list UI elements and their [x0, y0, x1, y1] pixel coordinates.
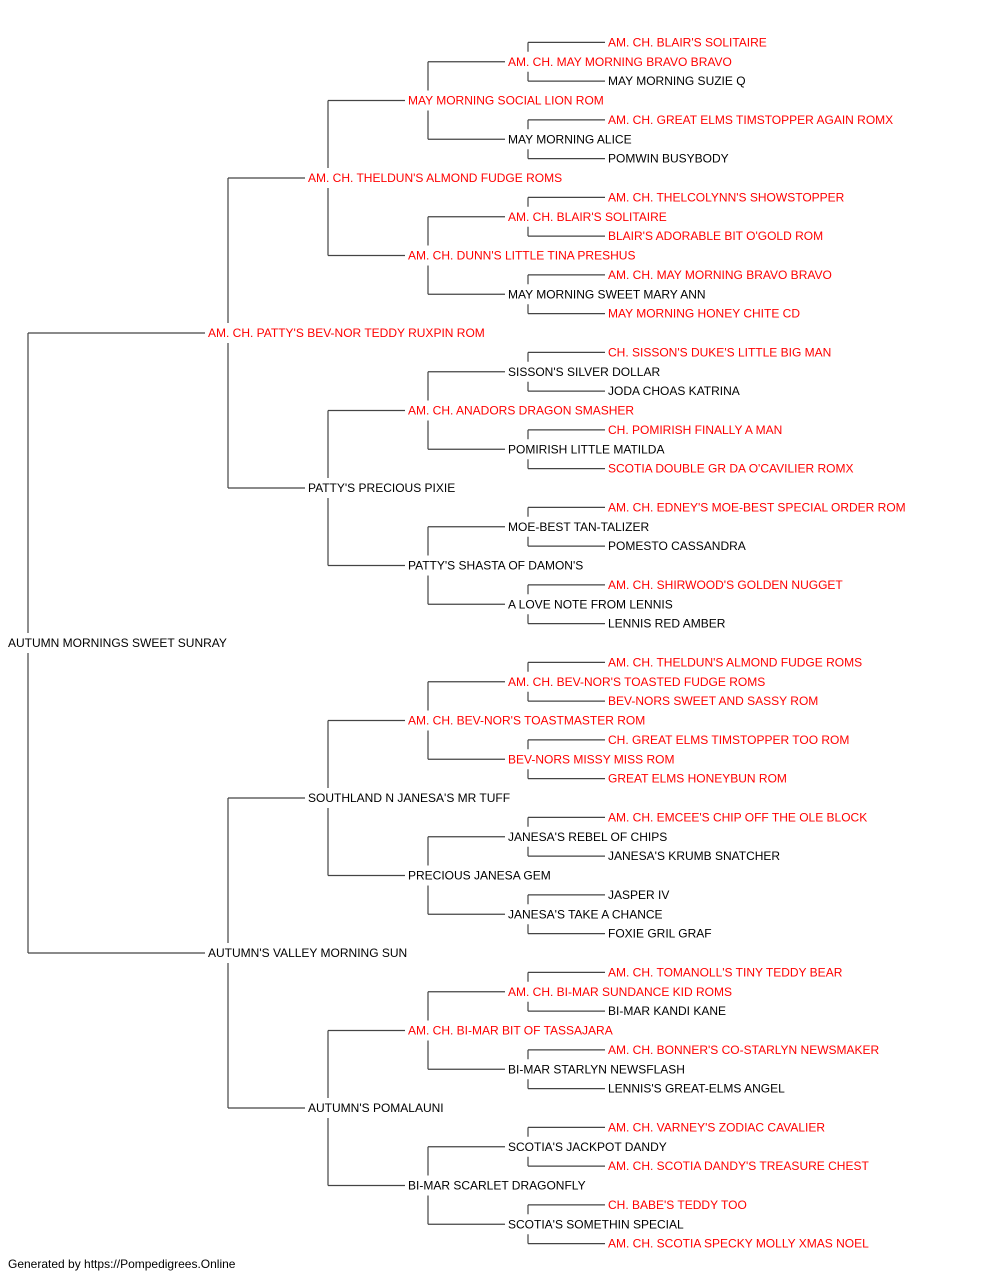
ancestor-name-gen5: AM. CH. GREAT ELMS TIMSTOPPER AGAIN ROMX [608, 113, 893, 127]
ancestor-name-gen4: AM. CH. MAY MORNING BRAVO BRAVO [508, 55, 732, 69]
ancestor-name-gen5: BEV-NORS SWEET AND SASSY ROM [608, 694, 818, 708]
subject-dog-name: AUTUMN MORNINGS SWEET SUNRAY [8, 636, 227, 650]
ancestor-name-gen4: SCOTIA'S JACKPOT DANDY [508, 1140, 667, 1154]
ancestor-name-gen4: BEV-NORS MISSY MISS ROM [508, 752, 674, 766]
ancestor-name-gen5: CH. SISSON'S DUKE'S LITTLE BIG MAN [608, 345, 831, 359]
ancestor-name-gen5: JASPER IV [608, 888, 669, 902]
ancestor-name-gen4: BI-MAR STARLYN NEWSFLASH [508, 1062, 685, 1076]
ancestor-name-gen5: CH. POMIRISH FINALLY A MAN [608, 423, 782, 437]
ancestor-name-gen5: AM. CH. SCOTIA DANDY'S TREASURE CHEST [608, 1159, 869, 1173]
ancestor-name-gen4: POMIRISH LITTLE MATILDA [508, 442, 664, 456]
ancestor-name-gen4: JANESA'S TAKE A CHANCE [508, 907, 663, 921]
ancestor-name-gen3: BI-MAR SCARLET DRAGONFLY [408, 1179, 586, 1193]
ancestor-name-gen5: AM. CH. BONNER'S CO-STARLYN NEWSMAKER [608, 1043, 880, 1057]
ancestor-name-gen5: AM. CH. EMCEE'S CHIP OFF THE OLE BLOCK [608, 810, 867, 824]
ancestor-name-gen5: CH. GREAT ELMS TIMSTOPPER TOO ROM [608, 733, 849, 747]
ancestor-name-gen5: AM. CH. SHIRWOOD'S GOLDEN NUGGET [608, 578, 843, 592]
ancestor-name-gen5: SCOTIA DOUBLE GR DA O'CAVILIER ROMX [608, 462, 853, 476]
ancestor-name-gen5: AM. CH. THELDUN'S ALMOND FUDGE ROMS [608, 655, 862, 669]
ancestor-name-gen5: BI-MAR KANDI KANE [608, 1004, 726, 1018]
ancestor-name-gen5: JODA CHOAS KATRINA [608, 384, 740, 398]
ancestor-name-gen4: MOE-BEST TAN-TALIZER [508, 520, 649, 534]
ancestor-name-gen5: AM. CH. MAY MORNING BRAVO BRAVO [608, 268, 832, 282]
ancestor-name-gen4: A LOVE NOTE FROM LENNIS [508, 597, 673, 611]
ancestor-name-gen3: PATTY'S SHASTA OF DAMON'S [408, 559, 583, 573]
ancestor-name-gen3: AM. CH. ANADORS DRAGON SMASHER [408, 404, 634, 418]
ancestor-name-gen2: PATTY'S PRECIOUS PIXIE [308, 481, 455, 495]
ancestor-name-gen1: AM. CH. PATTY'S BEV-NOR TEDDY RUXPIN ROM [208, 326, 485, 340]
ancestor-name-gen4: JANESA'S REBEL OF CHIPS [508, 830, 667, 844]
ancestor-name-gen5: AM. CH. THELCOLYNN'S SHOWSTOPPER [608, 190, 845, 204]
ancestor-name-gen4: MAY MORNING ALICE [508, 132, 632, 146]
ancestor-name-gen3: AM. CH. BEV-NOR'S TOASTMASTER ROM [408, 714, 645, 728]
ancestor-name-gen3: AM. CH. BI-MAR BIT OF TASSAJARA [408, 1024, 613, 1038]
ancestor-name-gen4: AM. CH. BEV-NOR'S TOASTED FUDGE ROMS [508, 675, 765, 689]
ancestor-name-gen4: SCOTIA'S SOMETHIN SPECIAL [508, 1217, 684, 1231]
ancestor-name-gen2: SOUTHLAND N JANESA'S MR TUFF [308, 791, 510, 805]
ancestor-name-gen3: PRECIOUS JANESA GEM [408, 869, 551, 883]
ancestor-name-gen4: AM. CH. BI-MAR SUNDANCE KID ROMS [508, 985, 732, 999]
ancestor-name-gen5: FOXIE GRIL GRAF [608, 927, 712, 941]
ancestor-name-gen5: AM. CH. SCOTIA SPECKY MOLLY XMAS NOEL [608, 1237, 869, 1251]
ancestor-name-gen5: POMESTO CASSANDRA [608, 539, 746, 553]
ancestor-name-gen4: SISSON'S SILVER DOLLAR [508, 365, 660, 379]
ancestor-name-gen3: MAY MORNING SOCIAL LION ROM [408, 94, 604, 108]
ancestor-name-gen5: BLAIR'S ADORABLE BIT O'GOLD ROM [608, 229, 823, 243]
ancestor-name-gen5: AM. CH. VARNEY'S ZODIAC CAVALIER [608, 1120, 825, 1134]
ancestor-name-gen5: GREAT ELMS HONEYBUN ROM [608, 772, 787, 786]
ancestor-name-gen4: MAY MORNING SWEET MARY ANN [508, 287, 706, 301]
ancestor-name-gen5: MAY MORNING HONEY CHITE CD [608, 307, 800, 321]
ancestor-name-gen5: POMWIN BUSYBODY [608, 152, 729, 166]
ancestor-name-gen5: MAY MORNING SUZIE Q [608, 74, 746, 88]
ancestor-name-gen5: AM. CH. BLAIR'S SOLITAIRE [608, 35, 767, 49]
ancestor-name-gen5: AM. CH. EDNEY'S MOE-BEST SPECIAL ORDER R… [608, 500, 906, 514]
ancestor-name-gen5: CH. BABE'S TEDDY TOO [608, 1198, 747, 1212]
ancestor-name-gen5: LENNIS'S GREAT-ELMS ANGEL [608, 1082, 785, 1096]
ancestor-name-gen4: AM. CH. BLAIR'S SOLITAIRE [508, 210, 667, 224]
ancestor-name-gen1: AUTUMN'S VALLEY MORNING SUN [208, 946, 407, 960]
footer-credit: Generated by https://Pompedigrees.Online [8, 1257, 236, 1271]
ancestor-name-gen5: JANESA'S KRUMB SNATCHER [608, 849, 780, 863]
ancestor-name-gen3: AM. CH. DUNN'S LITTLE TINA PRESHUS [408, 249, 635, 263]
ancestor-name-gen5: AM. CH. TOMANOLL'S TINY TEDDY BEAR [608, 965, 843, 979]
ancestor-name-gen2: AUTUMN'S POMALAUNI [308, 1101, 444, 1115]
ancestor-name-gen2: AM. CH. THELDUN'S ALMOND FUDGE ROMS [308, 171, 562, 185]
ancestor-name-gen5: LENNIS RED AMBER [608, 617, 726, 631]
